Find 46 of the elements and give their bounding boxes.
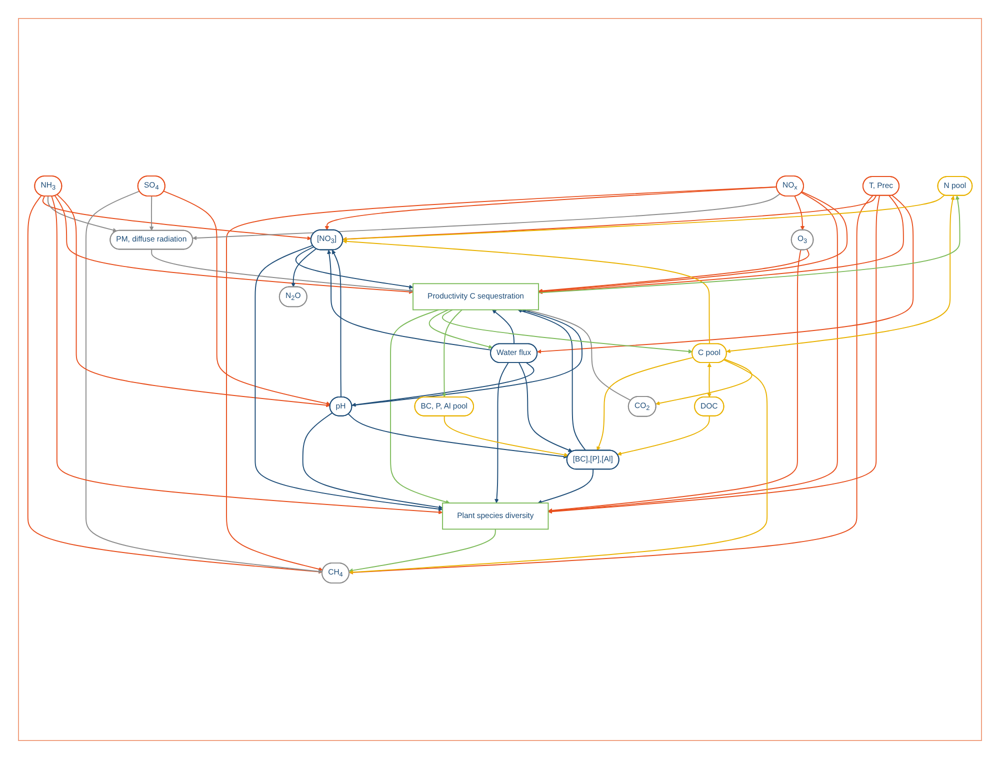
arrow xyxy=(428,309,493,349)
arrow xyxy=(444,416,568,457)
arrow xyxy=(332,250,342,398)
arrow xyxy=(538,191,848,294)
arrow xyxy=(151,248,414,293)
arrow xyxy=(254,244,443,512)
arrow xyxy=(526,308,632,401)
arrow xyxy=(352,362,534,407)
arrow xyxy=(442,309,693,354)
arrow xyxy=(492,310,515,344)
arrow xyxy=(349,359,768,574)
arrow xyxy=(538,468,594,504)
arrow xyxy=(291,248,317,288)
arrow xyxy=(538,248,810,293)
arrow xyxy=(47,196,118,232)
arrow xyxy=(42,196,312,240)
arrow xyxy=(494,362,509,504)
arrow xyxy=(390,309,450,504)
arrow xyxy=(327,250,492,351)
arrow xyxy=(149,196,154,231)
arrow xyxy=(302,412,443,510)
arrow xyxy=(707,362,712,398)
arrow xyxy=(163,190,331,406)
arrow xyxy=(596,356,694,451)
arrow xyxy=(51,196,443,514)
arrow xyxy=(656,358,752,406)
arrow xyxy=(548,249,802,513)
arrow xyxy=(192,193,781,240)
arrow xyxy=(518,362,572,452)
arrow xyxy=(226,186,778,572)
arrow xyxy=(85,190,323,574)
arrow xyxy=(726,196,955,354)
arrow xyxy=(537,194,914,354)
arrow xyxy=(794,196,805,230)
arrow xyxy=(351,308,582,406)
arrow xyxy=(348,528,496,572)
arrow xyxy=(442,309,462,398)
arrow xyxy=(518,308,586,451)
arrow xyxy=(349,195,874,574)
arrow xyxy=(617,416,710,456)
arrow xyxy=(54,195,414,294)
arrow xyxy=(295,246,414,289)
arrow xyxy=(342,239,710,344)
arrow xyxy=(56,194,330,408)
arrow xyxy=(324,186,778,230)
arrow xyxy=(348,414,568,459)
